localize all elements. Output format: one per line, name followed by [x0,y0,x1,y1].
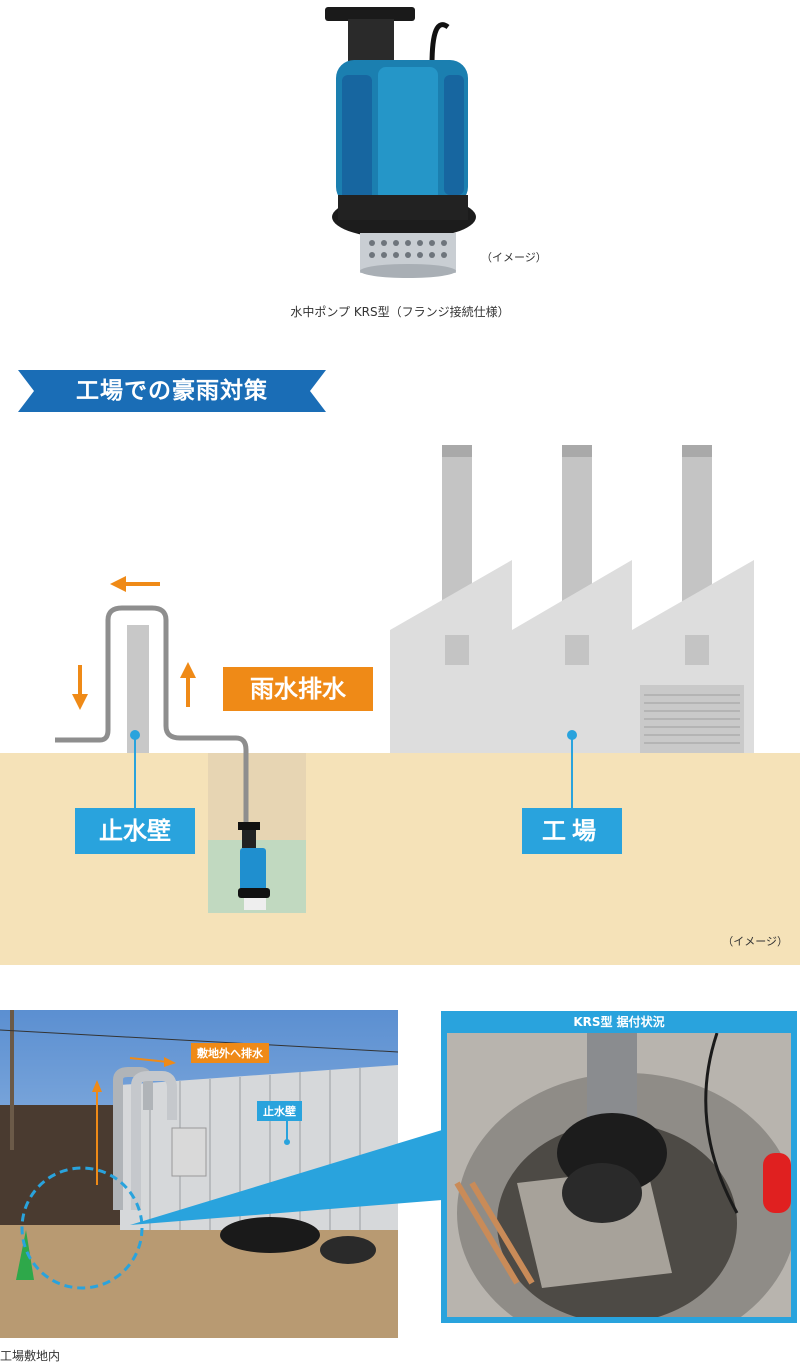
water-stop-wall [127,625,149,753]
pump-image-note: （イメージ） [481,251,547,264]
site-caption: 工場敷地内 [0,1349,61,1363]
discharge-pipe [55,605,249,828]
drainage-diagram: 雨水排水 止水壁 工場 （イメージ） [0,420,800,965]
ground-area [0,753,800,965]
site-photo [0,1010,399,1338]
flow-arrow-left [110,576,160,592]
pump-caption: 水中ポンプ KRS型（フランジ接続仕様） [290,305,510,319]
flow-arrow-down [72,665,88,710]
installation-photo [447,1032,797,1353]
wall-photo-tag: 止水壁 [257,1101,302,1121]
factory-label: 工場 [522,808,622,854]
factory-building [390,445,754,808]
callout-connector [130,1125,450,1245]
outflow-tag: 敷地外へ排水 [191,1043,269,1063]
installation-photo-frame: KRS型 据付状況 [441,1011,797,1353]
diagram-image-note: （イメージ） [722,935,788,948]
water-stop-wall-label: 止水壁 [75,808,195,854]
installation-title: KRS型 据付状況 [573,1015,665,1029]
flow-arrow-up [180,662,196,707]
rainwater-drainage-label: 雨水排水 [223,667,373,711]
pump-photo [320,5,480,280]
section-heading-text: 工場での豪雨対策 [76,378,268,404]
pump-icon [238,822,270,910]
section-heading: 工場での豪雨対策 [18,370,326,412]
